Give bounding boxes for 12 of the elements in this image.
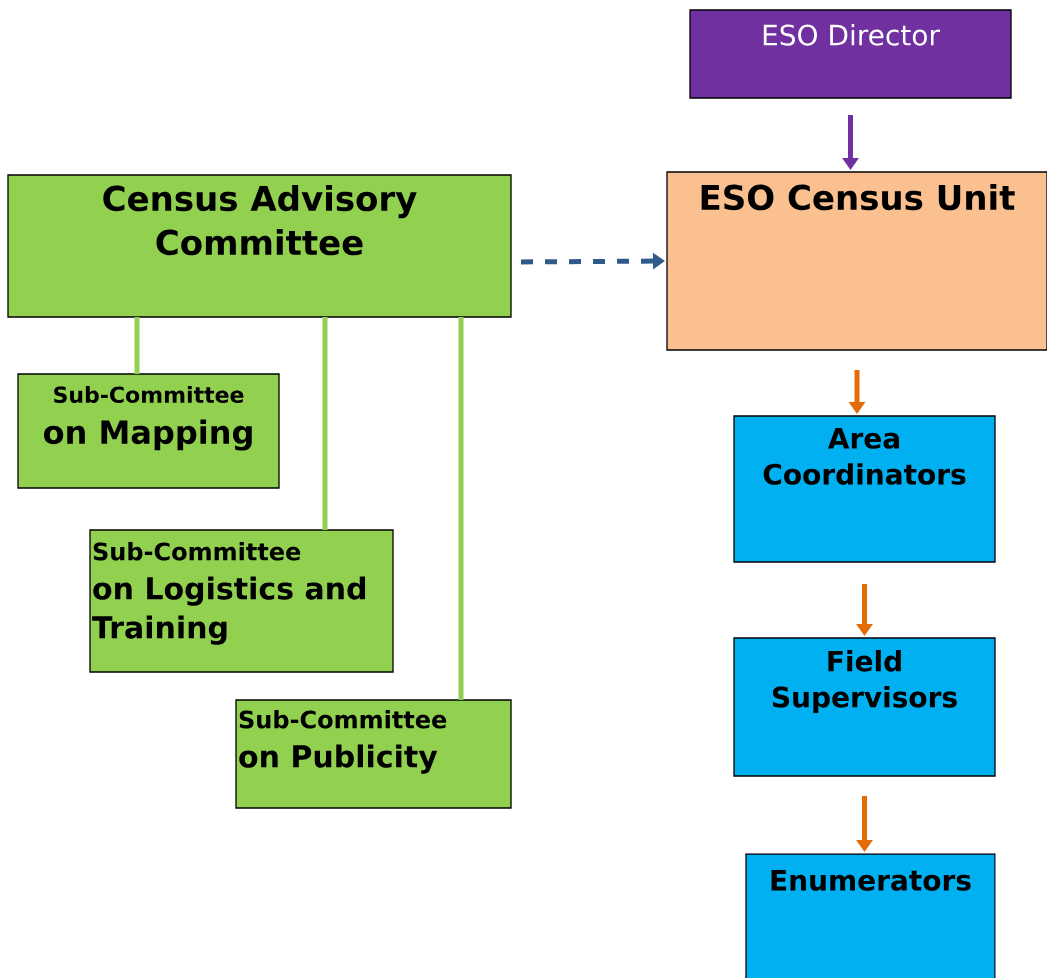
- subcommittee-box: Sub-Committee on Logistics and Training: [89, 529, 394, 673]
- subcommittee-box: Sub-Committee on Mapping: [17, 373, 280, 489]
- connector-line: [322, 317, 328, 530]
- staff-box: Area Coordinators: [733, 415, 996, 563]
- staff-box: Enumerators: [745, 853, 996, 978]
- connector-line: [458, 317, 464, 700]
- connector-line: [134, 317, 140, 374]
- committee-box: Census Advisory Committee: [7, 174, 512, 318]
- subcommittee-box: Sub-Committee on Publicity: [235, 699, 512, 809]
- staff-box: Field Supervisors: [733, 637, 996, 777]
- title-box: ESO Director: [689, 9, 1012, 99]
- unit-box: ESO Census Unit: [666, 171, 1047, 351]
